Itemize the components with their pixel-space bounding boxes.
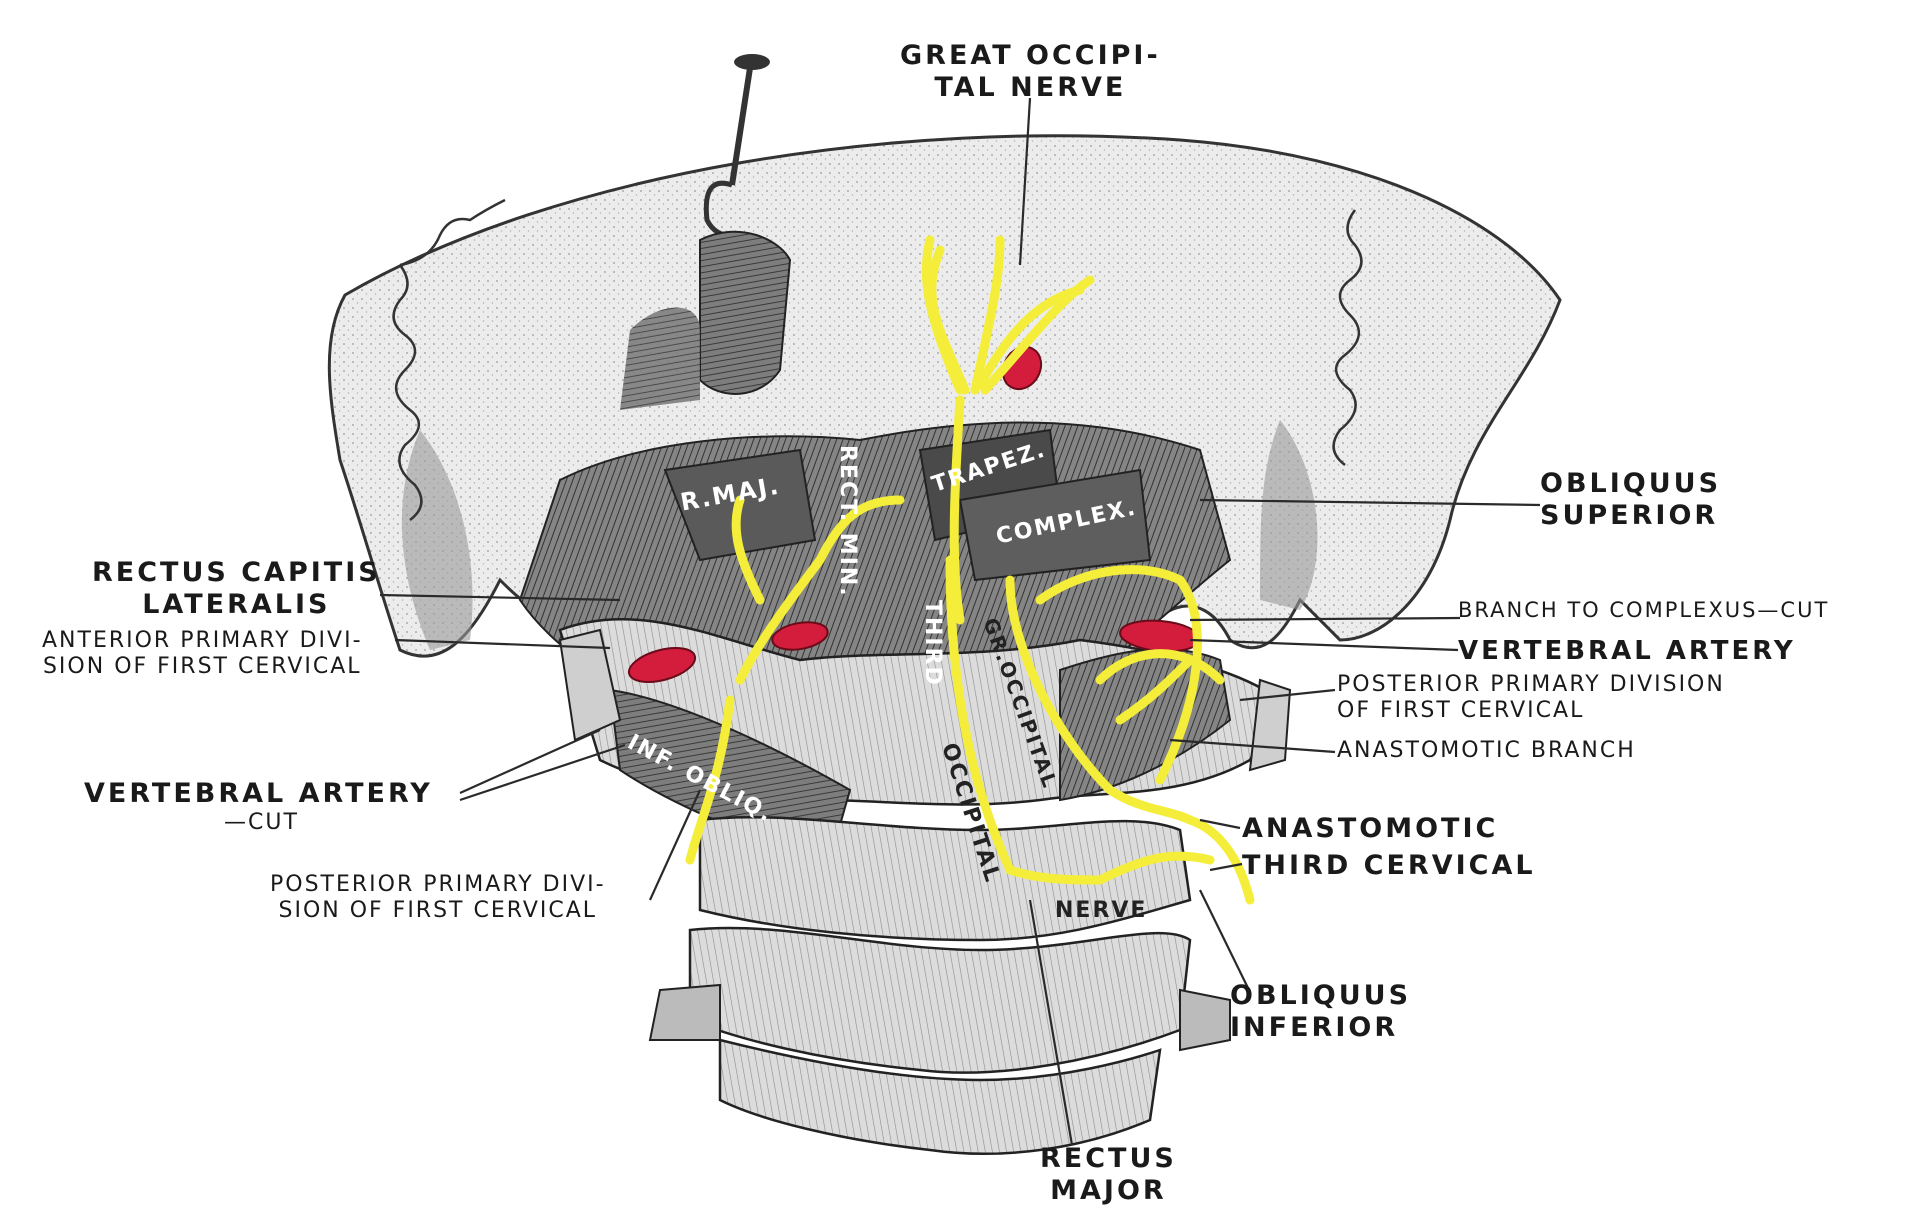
label-third-cervical: THIRD CERVICAL	[1242, 850, 1536, 881]
vertebral-artery-left-a	[627, 647, 697, 683]
fourth-vertebra	[718, 1038, 1162, 1155]
label-branch-to-complexus: BRANCH TO COMPLEXUS—CUT	[1458, 598, 1830, 622]
nerve-label: NERVE	[1055, 898, 1148, 923]
third-label: THIRD	[920, 600, 945, 687]
label-anterior-primary-division: ANTERIOR PRIMARY DIVI- SION OF FIRST CER…	[42, 628, 363, 679]
vertebral-artery-left-b	[771, 621, 829, 651]
right-suture	[1332, 209, 1363, 466]
label-obliquus-superior: OBLIQUUS SUPERIOR	[1540, 468, 1722, 531]
label-posterior-primary-division-left: POSTERIOR PRIMARY DIVI- SION OF FIRST CE…	[270, 872, 606, 923]
label-great-occipital-nerve: GREAT OCCIPI- TAL NERVE	[900, 40, 1161, 103]
label-vertebral-artery-cut: VERTEBRAL ARTERY —CUT	[84, 778, 433, 835]
left-suture	[392, 264, 423, 521]
leader-lines	[379, 97, 1541, 1146]
axis-vertebra	[698, 815, 1192, 942]
label-rectus-major: RECTUS MAJOR	[1040, 1143, 1177, 1206]
label-anastomotic-branch: ANASTOMOTIC BRANCH	[1337, 738, 1636, 763]
complex-block	[958, 468, 1152, 582]
label-rectus-capitis-lateralis: RECTUS CAPITIS LATERALIS	[92, 557, 381, 620]
pin-head	[734, 54, 770, 70]
nerves	[685, 235, 1255, 905]
label-obliquus-inferior: OBLIQUUS INFERIOR	[1230, 980, 1412, 1043]
label-posterior-primary-division-right: POSTERIOR PRIMARY DIVISION OF FIRST CERV…	[1337, 672, 1725, 723]
left-suture-top	[399, 198, 506, 267]
label-vertebral-artery: VERTEBRAL ARTERY	[1458, 636, 1796, 666]
label-anastomotic: ANASTOMOTIC	[1242, 813, 1499, 844]
rect-min-label: RECT. MIN.	[835, 445, 860, 598]
